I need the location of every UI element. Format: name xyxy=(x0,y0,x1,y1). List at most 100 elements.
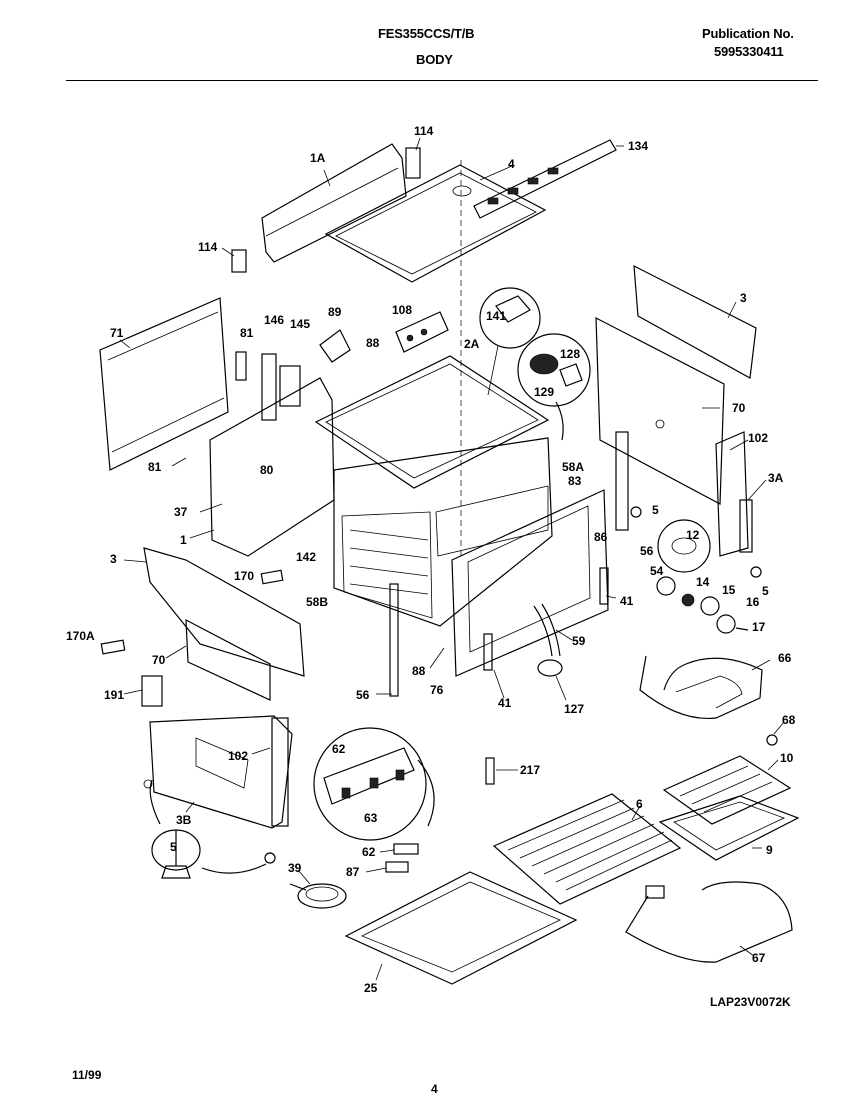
publication-number: 5995330411 xyxy=(714,44,784,59)
callout-6: 6 xyxy=(636,797,643,811)
leveling-leg-part xyxy=(149,779,267,879)
bake-element-part xyxy=(625,881,793,963)
oven-rack-part xyxy=(492,793,682,905)
callout-10: 10 xyxy=(780,751,794,765)
part-5-mid xyxy=(630,506,642,518)
callout-76: 76 xyxy=(430,683,444,697)
callout-14: 14 xyxy=(696,575,710,589)
bracket-87-part xyxy=(385,861,409,873)
leader-lines xyxy=(119,137,785,981)
callout-146: 146 xyxy=(264,313,284,327)
callout-39: 39 xyxy=(288,861,302,875)
header-rule xyxy=(66,80,818,81)
top-cover-part xyxy=(324,164,547,283)
hinge-rods-part xyxy=(389,567,609,697)
callout-15: 15 xyxy=(722,583,736,597)
callout-5-mid: 5 xyxy=(652,503,659,517)
callout-102-left: 102 xyxy=(228,749,248,763)
left-side-panel-part xyxy=(99,297,229,471)
callout-217: 217 xyxy=(520,763,540,777)
detail-circle-12 xyxy=(657,519,711,573)
oven-cavity-part xyxy=(333,437,553,627)
part-5-bottom xyxy=(264,852,276,864)
callout-66: 66 xyxy=(778,651,792,665)
callout-88-top: 88 xyxy=(366,336,380,350)
callout-56-right: 56 xyxy=(640,544,654,558)
rear-top-panel-part xyxy=(261,143,421,263)
detail-circle-62 xyxy=(313,727,435,841)
revision-date: 11/99 xyxy=(72,1068,102,1082)
callout-191: 191 xyxy=(104,688,124,702)
callout-134: 134 xyxy=(628,139,648,153)
bracket-114-part xyxy=(231,249,247,273)
power-cord-part xyxy=(289,883,347,909)
callout-170: 170 xyxy=(234,569,254,583)
callout-68: 68 xyxy=(782,713,796,727)
back-trim-part xyxy=(473,139,617,219)
callout-87: 87 xyxy=(346,865,360,879)
door-frame-part xyxy=(451,489,609,677)
callout-129: 129 xyxy=(534,385,554,399)
callout-88-bottom: 88 xyxy=(412,664,426,678)
part-5-right xyxy=(750,566,762,578)
oven-light-parts xyxy=(656,576,749,634)
callout-114-left: 114 xyxy=(198,240,218,254)
callout-54: 54 xyxy=(650,564,664,578)
callout-170A: 170A xyxy=(66,629,95,643)
callout-62-detail: 62 xyxy=(332,742,346,756)
control-bracket-part xyxy=(209,311,449,557)
model-number: FES355CCS/T/B xyxy=(378,26,475,41)
callout-83: 83 xyxy=(568,474,582,488)
clip-217-part xyxy=(485,757,495,785)
callout-114-top: 114 xyxy=(414,124,434,138)
callout-12: 12 xyxy=(686,528,700,542)
callout-108: 108 xyxy=(392,303,412,317)
callout-5-detail: 5 xyxy=(170,840,177,854)
callout-41-right: 41 xyxy=(620,594,634,608)
callout-3-right: 3 xyxy=(740,291,747,305)
callout-141: 141 xyxy=(486,309,506,323)
callout-89: 89 xyxy=(328,305,342,319)
callout-86: 86 xyxy=(594,530,608,544)
callout-2A: 2A xyxy=(464,337,480,351)
callout-25: 25 xyxy=(364,981,378,995)
vent-tube-part xyxy=(533,603,563,677)
callout-70-right: 70 xyxy=(732,401,746,415)
callout-4: 4 xyxy=(508,157,515,171)
callout-9: 9 xyxy=(766,843,773,857)
callout-3A: 3A xyxy=(768,471,784,485)
callout-16: 16 xyxy=(746,595,760,609)
callout-37: 37 xyxy=(174,505,188,519)
callout-58B: 58B xyxy=(306,595,328,609)
part-170A xyxy=(100,639,126,655)
broil-pan-part xyxy=(658,755,800,861)
callout-145: 145 xyxy=(290,317,310,331)
callout-3B: 3B xyxy=(176,813,192,827)
callout-71: 71 xyxy=(110,326,124,340)
page-number: 4 xyxy=(431,1082,438,1096)
oven-top-part xyxy=(314,355,550,489)
callout-1: 1 xyxy=(180,533,187,547)
section-title: BODY xyxy=(416,52,453,67)
callout-67: 67 xyxy=(752,951,766,965)
part-170 xyxy=(260,569,284,585)
oven-bottom-part xyxy=(344,871,578,985)
publication-label: Publication No. xyxy=(702,26,794,41)
callout-81-left: 81 xyxy=(148,460,162,474)
part-68 xyxy=(766,734,778,746)
callout-58A: 58A xyxy=(562,460,584,474)
callout-5-right: 5 xyxy=(762,584,769,598)
callout-80: 80 xyxy=(260,463,274,477)
callout-62-bottom: 62 xyxy=(362,845,376,859)
broil-element-part xyxy=(639,655,763,720)
callout-1A: 1A xyxy=(310,151,326,165)
detail-circle-141 xyxy=(479,287,541,396)
right-rear-panel-part xyxy=(595,264,757,557)
drawing-code: LAP23V0072K xyxy=(710,995,791,1009)
terminal-block-part xyxy=(393,843,419,855)
left-front-panel-part xyxy=(141,547,305,829)
callout-81-top: 81 xyxy=(240,326,254,340)
callout-63: 63 xyxy=(364,811,378,825)
callout-142: 142 xyxy=(296,550,316,564)
